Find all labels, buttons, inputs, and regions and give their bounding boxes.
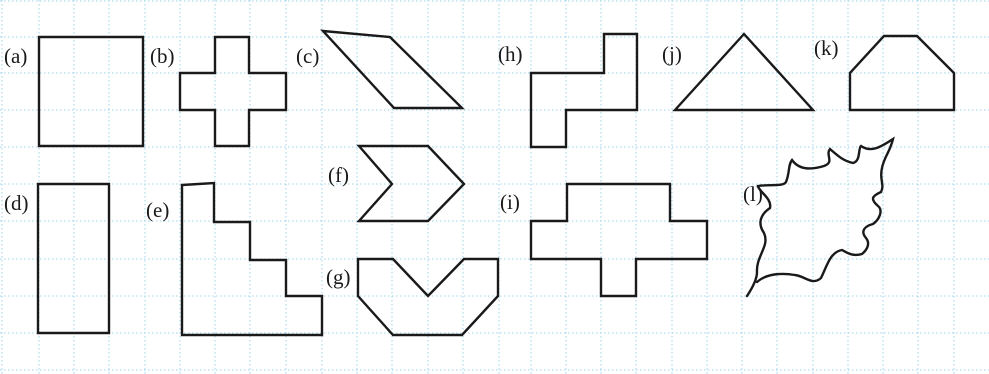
label-c: (c) bbox=[296, 44, 320, 68]
label-a: (a) bbox=[4, 44, 28, 68]
label-h: (h) bbox=[498, 42, 523, 66]
shape-k-cut-corners bbox=[848, 34, 956, 112]
shape-i-wide-cross bbox=[529, 182, 709, 298]
label-d: (d) bbox=[4, 191, 29, 215]
label-e: (e) bbox=[146, 198, 170, 222]
label-k: (k) bbox=[814, 36, 839, 60]
shape-g-notched bbox=[356, 257, 500, 337]
shape-j-triangle bbox=[672, 32, 816, 112]
label-f: (f) bbox=[328, 163, 349, 187]
shape-a-square bbox=[37, 35, 145, 148]
shape-l-leaf bbox=[745, 136, 895, 298]
label-b: (b) bbox=[150, 44, 175, 68]
label-i: (i) bbox=[500, 190, 520, 214]
label-l: (l) bbox=[743, 182, 763, 206]
shape-f-chevron bbox=[356, 144, 466, 223]
label-j: (j) bbox=[662, 42, 682, 66]
shape-d-rectangle bbox=[36, 182, 111, 335]
shape-c-parallelogram bbox=[320, 29, 465, 110]
label-g: (g) bbox=[326, 265, 351, 289]
shape-h-l-shape bbox=[529, 32, 639, 149]
shape-b-cross bbox=[178, 35, 288, 148]
shape-e-staircase bbox=[180, 181, 324, 337]
